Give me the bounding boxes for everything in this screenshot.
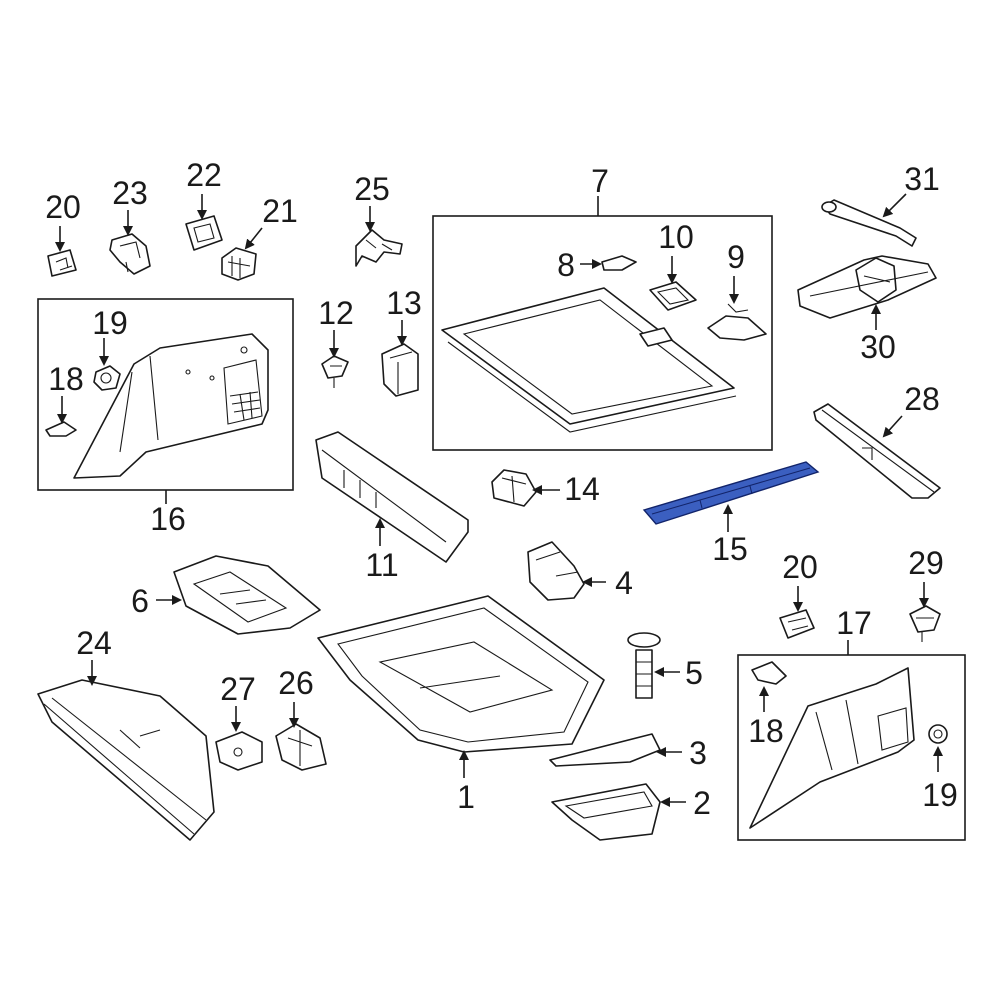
- part-25-bracket[interactable]: [355, 229, 403, 267]
- part-2-box[interactable]: [551, 783, 661, 841]
- callout-16: 16: [150, 501, 186, 537]
- part-7-load-floor[interactable]: [441, 287, 737, 433]
- part-6-tool-tray[interactable]: [173, 555, 321, 635]
- part-22-grommet[interactable]: [185, 215, 223, 251]
- part-29-clip[interactable]: [909, 605, 941, 642]
- callout-4: 4: [615, 565, 633, 601]
- part-30-jack[interactable]: [797, 255, 937, 319]
- callout-22: 22: [186, 157, 222, 193]
- part-13-block[interactable]: [381, 343, 419, 397]
- part-9-hook[interactable]: [707, 303, 767, 341]
- callout-11: 11: [365, 547, 398, 583]
- part-14-bracket[interactable]: [491, 469, 537, 507]
- callout-20b: 20: [782, 549, 818, 585]
- part-18-clip-left[interactable]: [45, 421, 77, 437]
- part-3-panel[interactable]: [549, 733, 661, 767]
- callout-30: 30: [860, 329, 896, 365]
- leader-28: [882, 415, 903, 438]
- leader-21: [244, 227, 263, 250]
- part-19-clip-left[interactable]: [93, 365, 121, 391]
- part-20-clip[interactable]: [47, 249, 77, 277]
- callout-9: 9: [727, 239, 745, 275]
- part-21-cap[interactable]: [221, 247, 257, 281]
- callout-29: 29: [908, 545, 944, 581]
- part-31-lug-wrench[interactable]: [821, 199, 917, 247]
- callout-3: 3: [689, 735, 707, 771]
- callout-18b: 18: [748, 713, 784, 749]
- part-26-hinge[interactable]: [275, 723, 327, 771]
- callout-8: 8: [557, 247, 575, 283]
- part-28-sill-plate[interactable]: [813, 403, 941, 499]
- part-17-trunk-side-trim[interactable]: [749, 667, 915, 829]
- part-12-clip[interactable]: [321, 355, 349, 388]
- callout-25: 25: [354, 171, 390, 207]
- callout-23: 23: [112, 175, 148, 211]
- callout-12: 12: [318, 295, 354, 331]
- callout-17: 17: [836, 605, 872, 641]
- callout-31: 31: [904, 161, 940, 197]
- part-16-trunk-side-trim[interactable]: [73, 333, 269, 479]
- part-5-knob[interactable]: [627, 632, 661, 699]
- part-15-trim-highlighted[interactable]: [642, 461, 820, 525]
- part-27-latch[interactable]: [215, 731, 263, 771]
- callout-21: 21: [262, 193, 298, 229]
- callout-28: 28: [904, 381, 940, 417]
- part-4-bracket[interactable]: [527, 541, 585, 601]
- callout-10: 10: [658, 219, 694, 255]
- callout-1: 1: [457, 779, 475, 815]
- part-11-cross-panel[interactable]: [315, 431, 469, 563]
- callout-27: 27: [220, 671, 256, 707]
- part-20-clip-right[interactable]: [779, 609, 815, 639]
- callout-6: 6: [131, 583, 149, 619]
- callout-15: 15: [712, 531, 748, 567]
- part-8-clip[interactable]: [601, 255, 637, 271]
- callout-20a: 20: [45, 189, 81, 225]
- group-box-17: [737, 654, 966, 841]
- part-19-clip-right[interactable]: [928, 724, 948, 744]
- part-18-clip-right[interactable]: [751, 661, 787, 685]
- part-23-clip[interactable]: [109, 233, 151, 275]
- leader-31: [882, 193, 907, 218]
- callout-26: 26: [278, 665, 314, 701]
- callout-14: 14: [564, 471, 600, 507]
- callout-7: 7: [591, 163, 609, 199]
- callout-5: 5: [685, 655, 703, 691]
- part-10-handle[interactable]: [649, 281, 697, 311]
- callout-13: 13: [386, 285, 422, 321]
- callout-2: 2: [693, 785, 711, 821]
- callout-18a: 18: [48, 361, 84, 397]
- group-box-7: [432, 215, 773, 451]
- callout-19a: 19: [92, 305, 128, 341]
- callout-24: 24: [76, 625, 112, 661]
- part-1-trunk-tub[interactable]: [317, 595, 605, 753]
- part-24-cargo-cover[interactable]: [37, 679, 215, 841]
- callout-19b: 19: [922, 777, 958, 813]
